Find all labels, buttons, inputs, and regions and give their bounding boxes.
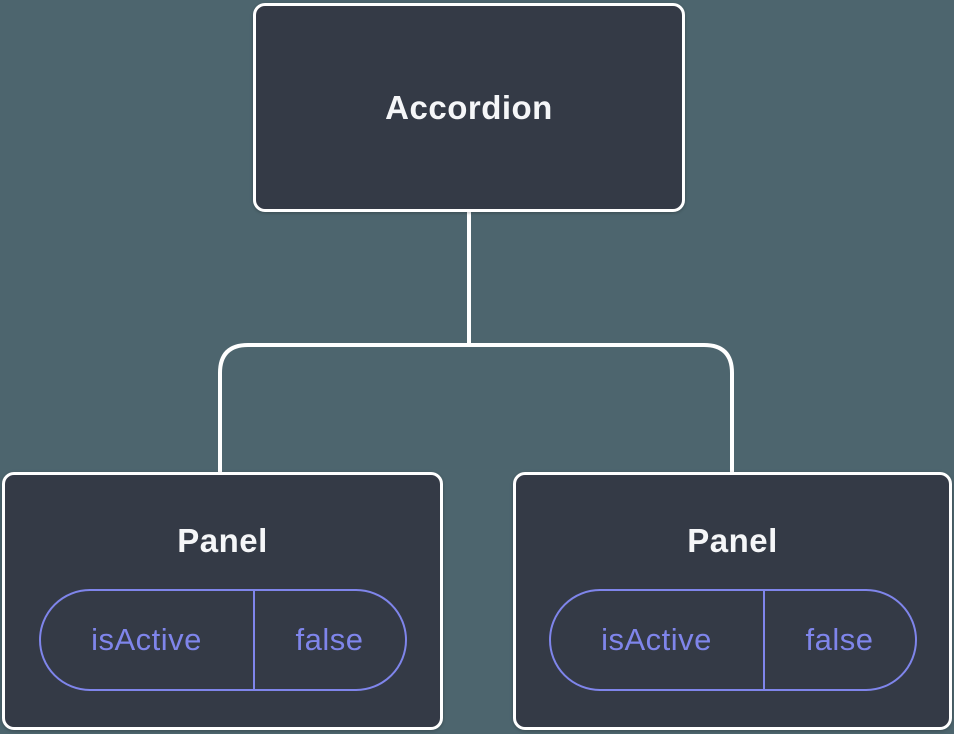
state-pill-left: isActive false [38, 589, 407, 691]
node-accordion: Accordion [253, 3, 685, 212]
state-key-label: isActive [41, 591, 255, 689]
node-panel-right: Panel isActive false [513, 472, 952, 730]
connector-bracket-line [218, 343, 734, 474]
state-value-label: false [295, 622, 364, 657]
node-panel-right-label: Panel [687, 522, 778, 559]
node-accordion-label: Accordion [385, 88, 553, 126]
state-pill-right: isActive false [548, 589, 917, 691]
node-panel-left: Panel isActive false [2, 472, 443, 730]
state-key-label: isActive [551, 591, 765, 689]
node-panel-left-label: Panel [177, 522, 268, 559]
state-value-label: false [805, 622, 874, 657]
